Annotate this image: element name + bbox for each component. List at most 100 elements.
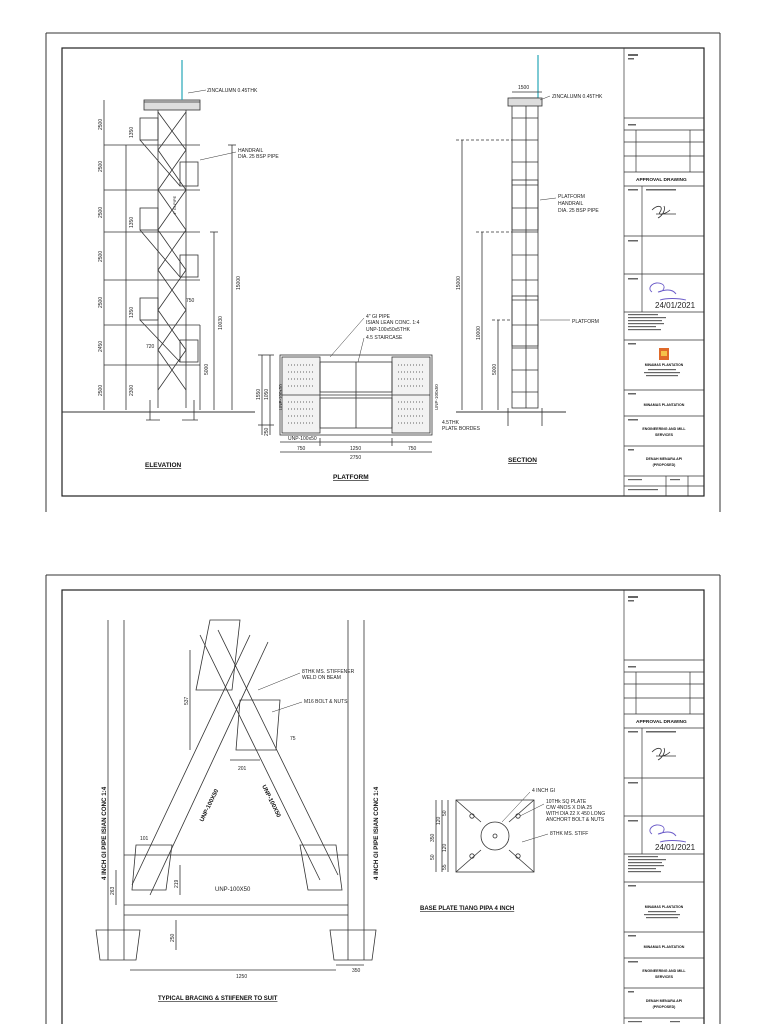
drawing-title-2a: DENAH MENARA API	[646, 999, 682, 1003]
dim-text: 101	[140, 836, 149, 842]
title-block-1	[623, 48, 704, 496]
dim-text: 5000	[204, 364, 210, 375]
dim-text: 2500	[98, 251, 104, 262]
elevation-label-handrail-dia: DIA. 25 BSP PIPE	[238, 154, 279, 160]
baseplate-label-plate-4: ANCHORT BOLT & NUTS	[546, 817, 605, 823]
elevation-dims-overall: 15000 10030 5000	[204, 276, 242, 375]
baseplate-label-plate-1: 10THk SQ PLATE	[546, 799, 587, 805]
drawing-title-1a: DENAH MENARA API	[646, 457, 682, 461]
company-name-2: MINAMAS PLANTATION	[645, 905, 684, 909]
drawing-sheet-2: 8THK MS. STIFFENER WELD ON BEAM M16 BOLT…	[0, 560, 768, 1024]
dim-text: 750	[297, 446, 306, 452]
section-title: SECTION	[508, 457, 537, 464]
elevation-label-handrail: HANDRAIL	[238, 148, 264, 154]
dim-text: 10030	[218, 316, 224, 330]
drawing-title-1b: (PROPOSED)	[653, 463, 677, 467]
platform-view	[258, 354, 433, 453]
dim-text: 120	[436, 816, 442, 825]
beam-label: UNP-100X50	[215, 887, 251, 893]
baseplate-label-stiff: 8THK MS. STIFF	[550, 831, 588, 837]
dim-text: 2500	[98, 385, 104, 396]
department-1b: SERVICES	[655, 433, 674, 437]
title-block-2-small-text	[628, 596, 680, 1023]
dim-text: 250	[264, 427, 270, 436]
dim-text: 75	[290, 736, 296, 742]
baseplate-view	[435, 799, 535, 873]
brace-right-label: UNP-100X50	[260, 784, 281, 819]
signature-4	[649, 824, 687, 843]
baseplate-label-plate-2: C/W 4NOS X DIA.25	[546, 805, 592, 811]
section-label-zincalum: ZINCALUMN 0.45THK	[552, 94, 603, 100]
baseplate-label-gi: 4 INCH GI	[532, 788, 555, 794]
drawing-frame	[61, 47, 705, 497]
elevation-label-pipe: 4" GI PIPE	[172, 195, 177, 215]
department-2b: SERVICES	[655, 975, 674, 979]
bracing-label-stiffener: 8THK MS. STIFFENER	[302, 669, 355, 675]
dim-text: 720	[146, 344, 155, 350]
dim-text: 263	[110, 886, 116, 895]
approval-drawing-1: APPROVAL DRAWING	[636, 177, 687, 183]
dim-text: 15000	[236, 276, 242, 290]
section-label-platform: PLATFORM	[558, 194, 585, 200]
section-dim-top: 1500	[518, 85, 529, 91]
dim-text: 350	[352, 968, 361, 974]
department-1a: ENGINEERING AND MILL	[642, 427, 686, 431]
platform-label-stair: 4.5 STAIRCASE	[366, 335, 403, 341]
dim-text: 1050	[264, 389, 270, 400]
dim-text: 10000	[476, 326, 482, 340]
baseplate-dims: 350 50 120 55 120 50	[430, 810, 448, 870]
company-name-2b: MINAMAS PLANTATION	[644, 945, 685, 949]
dim-text: 2500	[98, 161, 104, 172]
platform-label-plate-bordes: PLATE BORDES	[442, 426, 481, 432]
dim-text: 350	[430, 833, 436, 842]
title-block-1-small-text	[628, 54, 680, 491]
dim-text: 1350	[129, 127, 135, 138]
bracing-title: TYPICAL BRACING & STIIFENER TO SUIT	[158, 996, 278, 1002]
platform-label-plate: 4.5THK	[442, 420, 460, 426]
dim-text: 1350	[129, 217, 135, 228]
dim-text: 50	[430, 854, 436, 860]
column-right-label: 4 INCH GI PIPE ISIAN CONC 1:4	[373, 786, 380, 880]
dim-text: 219	[174, 879, 180, 888]
elevation-dims-inner: 1350 1350 1350 750 720 2300	[129, 127, 195, 396]
bracing-label-bolt: M16 BOLT & NUTS	[304, 699, 348, 705]
dim-text: 750	[186, 298, 195, 304]
elevation-dims-left: 2500 2500 2500 2500 2500 2450 2500	[98, 119, 104, 396]
company-name-1b: MINAMAS PLANTATION	[644, 403, 685, 407]
dim-text: 120	[442, 843, 448, 852]
elevation-view	[62, 60, 255, 421]
dim-text: 2500	[98, 207, 104, 218]
section-label-handrail-dia: DIA. 25 BSP PIPE	[558, 208, 599, 214]
platform-label-conc: ISIAN LEAN CONC. 1:4	[366, 320, 420, 326]
section-label-handrail: HANDRAIL	[558, 201, 584, 207]
signature-3	[651, 747, 676, 761]
bracing-label-weld: WELD ON BEAM	[302, 675, 341, 681]
dim-text: 2500	[98, 119, 104, 130]
signature-2	[649, 282, 687, 301]
dim-text: 2450	[98, 341, 104, 352]
dim-text: 1250	[350, 446, 361, 452]
sheet-1-canvas: ZINCALUMN 0.45THK HANDRAIL DIA. 25 BSP P…	[45, 32, 721, 512]
signature-1	[651, 205, 676, 219]
dim-text: 1250	[236, 974, 247, 980]
platform-label-unp-left: UNP-100x50	[278, 384, 283, 410]
section-view	[456, 55, 566, 426]
dim-text: 2300	[129, 385, 135, 396]
sheet-2-canvas: 8THK MS. STIFFENER WELD ON BEAM M16 BOLT…	[45, 574, 721, 1024]
dim-text: 5000	[492, 364, 498, 375]
dim-text: 2750	[350, 455, 361, 461]
dim-text: 50	[442, 810, 448, 816]
date-stamp-1: 24/01/2021	[655, 301, 696, 310]
section-label-platform-2: PLATFORM	[572, 319, 599, 325]
date-stamp-2: 24/01/2021	[655, 843, 696, 852]
bracing-dims: 537 201 101 263 219 250 1250 350 75	[110, 696, 361, 980]
drawing-title-2b: (PROPOSED)	[653, 1005, 677, 1009]
dim-text: 55	[442, 864, 448, 870]
baseplate-label-plate-3: WITH DIA 22 X 450 LONG	[546, 811, 605, 817]
company-name-1: MINAMAS PLANTATION	[645, 363, 684, 367]
platform-label-pipe: 4" GI PIPE	[366, 314, 391, 320]
dim-text: 201	[238, 766, 247, 772]
bracing-view	[95, 619, 377, 971]
platform-label-unp: UNP-100x50x5THK	[366, 327, 411, 333]
dim-text: 15000	[456, 276, 462, 290]
